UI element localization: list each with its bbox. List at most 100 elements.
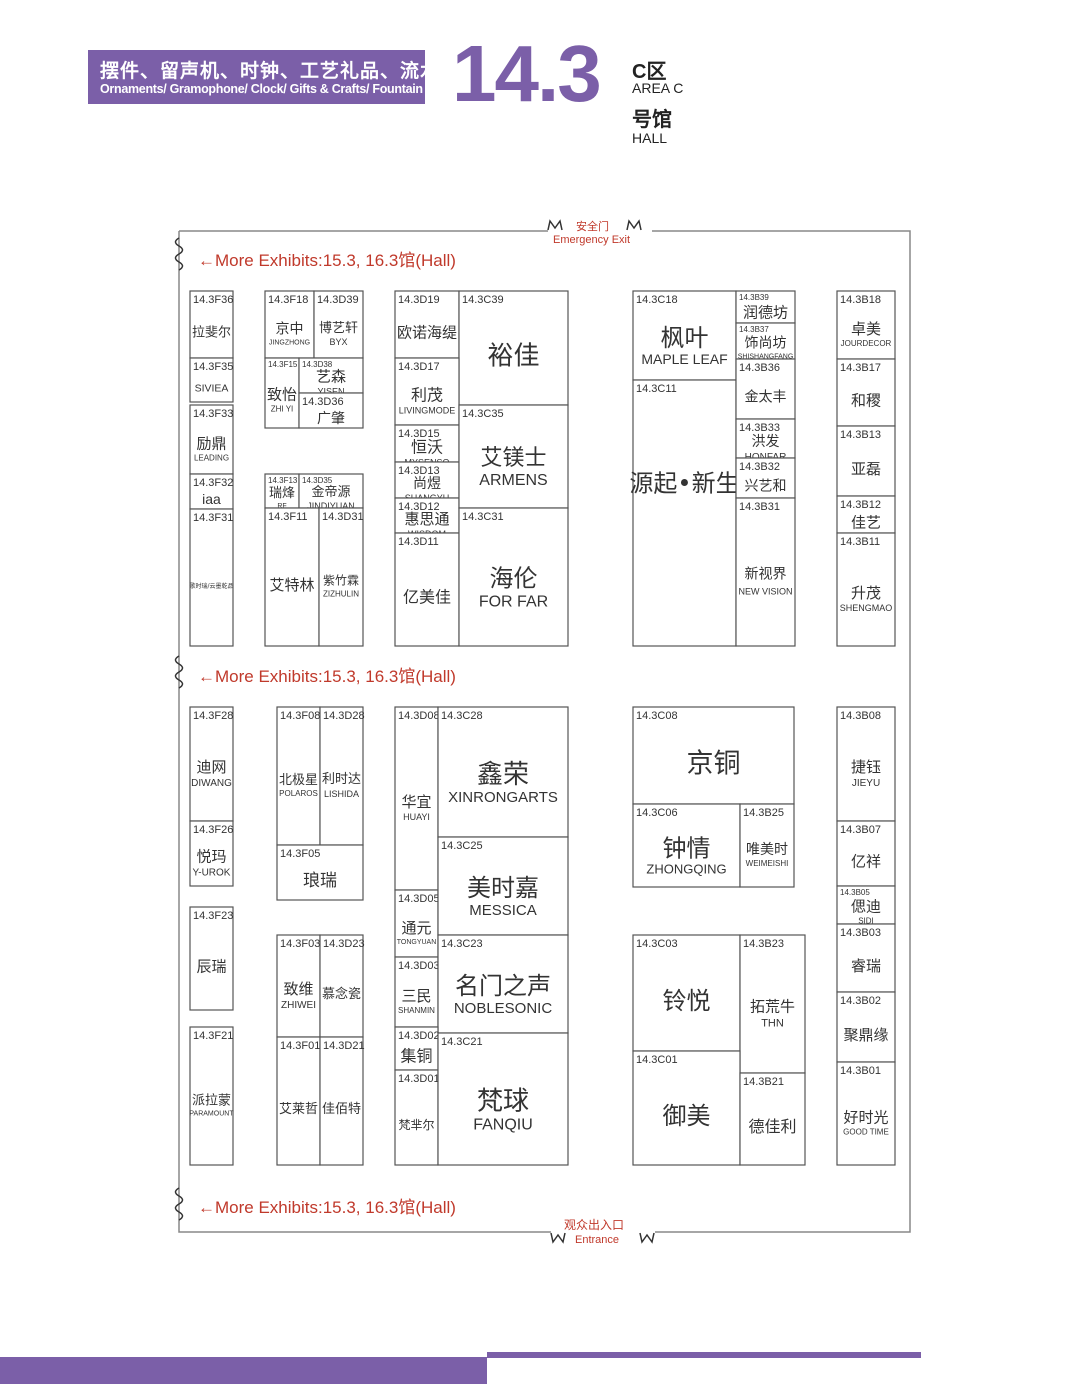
exit-door-icon <box>547 219 563 231</box>
booth[interactable]: 14.3B33洪发HONFAR <box>735 418 796 463</box>
booth-name-en: SHANMIN <box>398 1006 435 1015</box>
booth-name-en: LEADING <box>194 454 229 463</box>
booth-name-en: ZHONGQING <box>646 862 726 877</box>
booth-code: 14.3D35 <box>302 476 333 485</box>
booth-outline <box>735 497 796 647</box>
booth-outline <box>437 1032 569 1166</box>
booth-name-zh: 梵球 <box>477 1087 529 1117</box>
booth-outline <box>264 357 300 429</box>
booth-name-zh: 洪发 <box>752 434 780 450</box>
booth-code: 14.3F13 <box>268 476 298 485</box>
booth-name-zh: 佳佰特 <box>322 1102 361 1117</box>
booth[interactable]: 14.3D13尚煜SHANGYU <box>394 461 460 503</box>
booth-outline <box>394 956 439 1028</box>
booth-name-en: NOBLESONIC <box>454 1000 553 1017</box>
booth-name-en: iaa <box>202 491 221 507</box>
booth-code: 14.3B02 <box>840 995 881 1007</box>
booth-name-en: NEW VISION <box>738 587 792 597</box>
booth-name-zh: 艾特林 <box>269 576 314 594</box>
booth[interactable]: 14.3D15恒沃MYSENSO <box>394 424 460 468</box>
booth-code: 14.3B31 <box>739 501 780 513</box>
booth-code: 14.3C25 <box>441 840 483 852</box>
booth-outline <box>735 457 796 499</box>
booth-name-en: WEIMEISHI <box>746 859 789 868</box>
booth-code: 14.3B39 <box>739 293 769 302</box>
booth-outline <box>458 290 569 406</box>
booth-code: 14.3D05 <box>398 893 440 905</box>
booth-code: 14.3F28 <box>193 710 233 722</box>
booth-name-zh: 金太丰 <box>745 389 787 405</box>
booth-code: 14.3F08 <box>280 710 320 722</box>
entrance-door-icon <box>639 1232 655 1244</box>
booth-name-en: JINGZHONG <box>269 340 310 347</box>
booth-outline <box>836 923 896 993</box>
booth-name-zh: 利时达 <box>322 772 361 787</box>
